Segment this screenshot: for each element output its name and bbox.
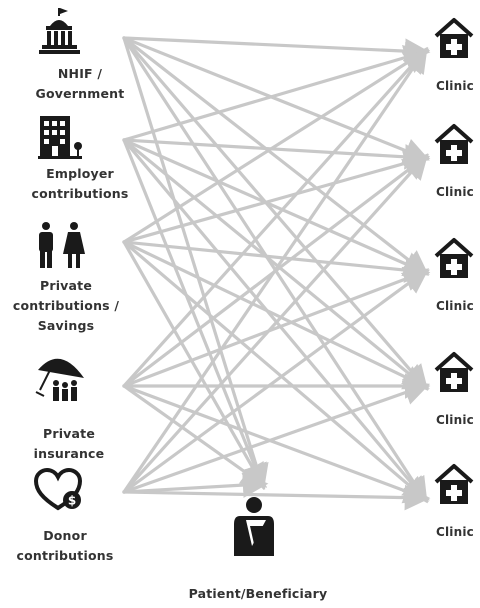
patient-label: Patient/Beneficiary [188, 586, 328, 601]
source-label-employer: Employer contributions [31, 166, 129, 201]
arrow-source-1-to-clinic-0 [122, 45, 431, 142]
arrow-source-2-to-clinic-3 [122, 240, 430, 390]
arrow-source-4-to-clinic-2 [122, 268, 430, 494]
arrow-source-0-to-clinic-1 [122, 36, 430, 163]
arrow-source-0-to-clinic-4 [122, 36, 428, 504]
clinic-label: Clinic [435, 413, 474, 427]
clinic-label: Clinic [435, 185, 474, 199]
arrow-source-1-to-clinic-4 [122, 138, 429, 503]
arrow-source-2-to-clinic-0 [122, 48, 430, 244]
patient-sling-icon [234, 497, 274, 556]
clinic-house-cross-icon [434, 464, 474, 504]
arrow-source-4-to-patient [122, 472, 269, 498]
man-woman-icon [39, 222, 85, 268]
clinic-label: Clinic [435, 299, 474, 313]
arrow-source-1-to-clinic-2 [122, 138, 430, 276]
source-label-private-insurance: Private insurance [33, 426, 105, 461]
heart-dollar-icon: $ [33, 467, 83, 511]
funding-arrows [122, 36, 431, 511]
arrow-source-2-to-clinic-2 [122, 240, 431, 283]
clinic-house-cross-icon [434, 238, 474, 278]
arrow-source-3-to-clinic-0 [122, 47, 429, 388]
clinic-label: Clinic [435, 525, 474, 539]
arrow-source-3-to-clinic-2 [122, 266, 430, 388]
government-building-icon [39, 8, 80, 54]
source-label-government: NHIF / Government [35, 66, 125, 101]
arrow-source-1-to-clinic-3 [122, 138, 429, 391]
arrow-source-1-to-clinic-1 [122, 138, 431, 170]
clinic-house-cross-icon [434, 18, 474, 58]
office-building-icon [38, 116, 82, 159]
arrow-source-0-to-patient [122, 36, 269, 491]
arrow-source-0-to-clinic-2 [122, 36, 430, 276]
svg-text:$: $ [68, 494, 76, 508]
arrow-source-1-to-patient [122, 138, 267, 490]
clinic-house-cross-icon [434, 124, 474, 164]
arrow-source-4-to-clinic-3 [122, 380, 431, 494]
umbrella-family-icon [35, 358, 84, 401]
arrow-source-0-to-clinic-3 [122, 36, 429, 391]
arrow-source-3-to-patient [122, 384, 268, 488]
arrow-source-4-to-clinic-1 [122, 153, 429, 494]
arrow-source-4-to-clinic-0 [122, 46, 428, 494]
arrow-source-2-to-patient [122, 240, 266, 490]
arrow-source-4-to-clinic-4 [122, 484, 431, 511]
arrow-source-2-to-clinic-4 [122, 240, 429, 503]
arrow-source-2-to-clinic-1 [122, 150, 431, 244]
arrow-source-0-to-clinic-0 [122, 36, 431, 64]
clinic-label: Clinic [435, 79, 474, 93]
arrow-source-3-to-clinic-4 [122, 384, 430, 504]
source-label-private-savings: Private contributions / Savings [12, 278, 120, 333]
clinic-house-cross-icon [434, 352, 474, 392]
source-label-donor: Donor contributions [16, 528, 114, 563]
